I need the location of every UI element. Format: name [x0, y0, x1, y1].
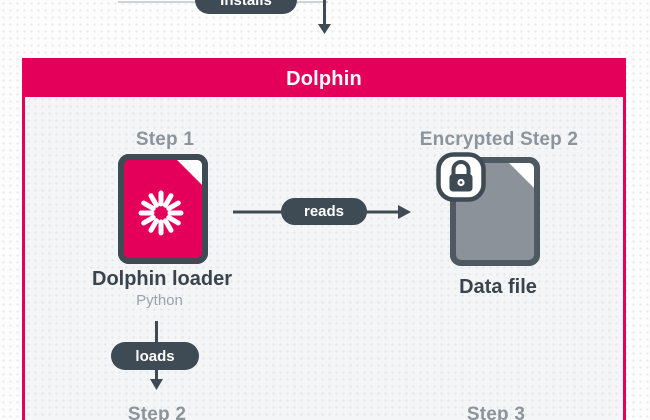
reads-pill-label: reads [303, 203, 345, 220]
dolphin-box-header: Dolphin [25, 61, 623, 97]
loads-pill-label: loads [135, 347, 175, 365]
dolphin-box-title: Dolphin [286, 67, 362, 90]
installs-arrow-down-icon [318, 0, 331, 34]
spinner-rays [138, 190, 184, 236]
step2-label: Step 2 [127, 404, 187, 420]
step1-label: Step 1 [135, 129, 195, 150]
loader-spinner-document-icon [118, 154, 208, 264]
encrypted-step2-label: Encrypted Step 2 [419, 129, 579, 150]
data-file-title: Data file [459, 276, 537, 298]
dolphin-loader-title: Dolphin loader [92, 268, 232, 290]
loads-pill: loads [111, 342, 199, 370]
reads-pill: reads [281, 198, 367, 225]
step3-label: Step 3 [466, 404, 526, 420]
dolphin-loader-subtitle: Python [136, 292, 183, 309]
installs-pill-label: Installs [220, 0, 272, 9]
installs-pill: Installs [195, 0, 297, 14]
padlock-icon [436, 152, 486, 202]
